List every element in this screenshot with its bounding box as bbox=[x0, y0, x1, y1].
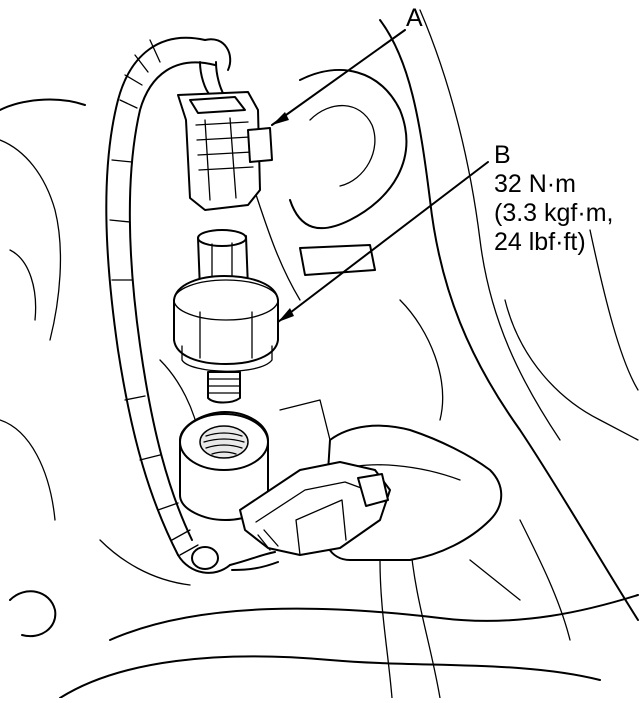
arrowhead-b bbox=[278, 308, 294, 322]
wire-harness bbox=[105, 36, 279, 574]
torque-kgf-meters: (3.3 kgf·m, bbox=[494, 199, 614, 227]
torque-lbf-feet: 24 lbf·ft) bbox=[494, 228, 586, 256]
engine-block bbox=[0, 9, 639, 699]
knock-sensor-b bbox=[173, 229, 279, 404]
callout-a-label: A bbox=[406, 4, 423, 32]
leader-line-a bbox=[271, 29, 406, 126]
mounting-boss bbox=[179, 411, 269, 521]
arrowhead-a bbox=[272, 112, 289, 125]
callout-b-letter: B bbox=[494, 141, 511, 169]
torque-newton-meters: 32 N·m bbox=[494, 170, 576, 198]
callout-b: B 32 N·m (3.3 kgf·m, 24 lbf·ft) bbox=[494, 141, 613, 257]
leader-line-b bbox=[277, 161, 489, 323]
connector-a bbox=[177, 61, 273, 211]
lower-connector bbox=[239, 461, 391, 556]
